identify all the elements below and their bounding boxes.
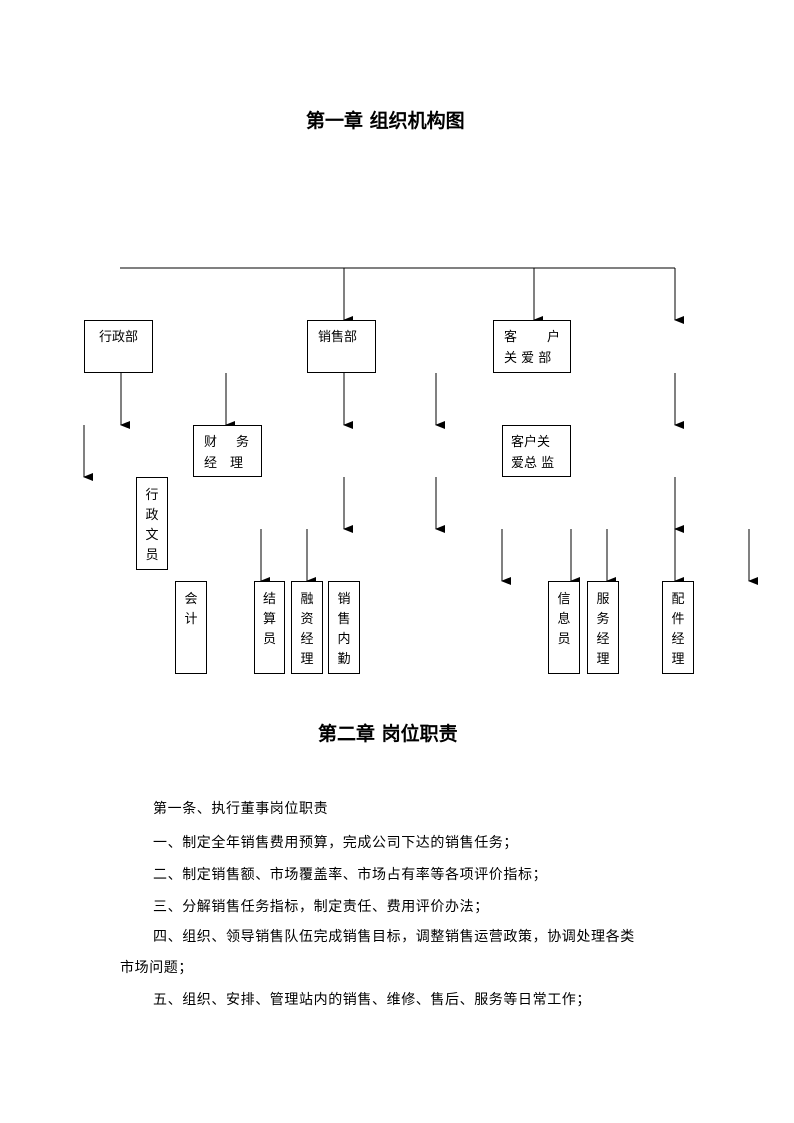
sales-internal-char1: 销: [337, 592, 351, 607]
finance-manager-char4: 理: [229, 456, 243, 471]
financing-manager-char2: 资: [300, 612, 314, 627]
duty-item-4-line2: 市场问题；: [120, 960, 193, 976]
sales-internal-char4: 勤: [337, 652, 351, 667]
parts-manager-char3: 经: [671, 632, 685, 647]
customer-care-director-line1: 客户关: [511, 435, 551, 450]
settlement-clerk-char1: 结: [262, 592, 276, 607]
finance-manager-box: 财 务 经 理: [193, 425, 262, 477]
chapter-1-title: 第一章 组织机构图: [306, 110, 465, 132]
parts-manager-char1: 配: [671, 592, 685, 607]
customer-care-dept-line1b: 户: [546, 330, 560, 345]
duty-item-2: 二、制定销售额、市场覆盖率、市场占有率等各项评价指标；: [153, 867, 548, 883]
parts-manager-char2: 件: [671, 612, 685, 627]
admin-clerk-box: 行 政 文 员: [136, 477, 168, 570]
settlement-clerk-box: 结 算 员: [254, 581, 285, 674]
financing-manager-char3: 经: [300, 632, 314, 647]
info-clerk-char3: 员: [557, 632, 571, 647]
info-clerk-box: 信 息 员: [548, 581, 580, 674]
service-manager-box: 服 务 经 理: [587, 581, 619, 674]
duty-item-3: 三、分解销售任务指标，制定责任、费用评价办法；: [153, 899, 489, 915]
customer-care-director-box: 客户关 爱总 监: [502, 425, 571, 477]
customer-care-dept-line1a: 客: [504, 330, 518, 345]
article-1-heading: 第一条、执行董事岗位职责: [153, 801, 329, 817]
sales-internal-char3: 内: [337, 632, 351, 647]
sales-dept-label: 销售部: [318, 330, 358, 345]
finance-manager-char2: 务: [235, 435, 249, 450]
admin-clerk-char3: 文: [145, 528, 159, 543]
org-chart-connectors: [83, 267, 758, 585]
settlement-clerk-char2: 算: [262, 612, 276, 627]
finance-manager-char1: 财: [204, 435, 218, 450]
sales-internal-char2: 售: [337, 612, 351, 627]
accountant-char1: 会: [184, 592, 198, 607]
service-manager-char1: 服: [596, 592, 610, 607]
duty-item-1: 一、制定全年销售费用预算，完成公司下达的销售任务；: [153, 835, 518, 851]
sales-internal-box: 销 售 内 勤: [328, 581, 360, 674]
info-clerk-char2: 息: [557, 612, 571, 627]
accountant-box: 会 计: [175, 581, 207, 674]
financing-manager-char1: 融: [300, 592, 314, 607]
accountant-char2: 计: [184, 612, 198, 627]
settlement-clerk-char3: 员: [262, 632, 276, 647]
financing-manager-char4: 理: [300, 652, 314, 667]
duty-item-5: 五、组织、安排、管理站内的销售、维修、售后、服务等日常工作；: [153, 992, 591, 1008]
admin-dept-box: 行政部: [84, 320, 153, 373]
financing-manager-box: 融 资 经 理: [291, 581, 323, 674]
admin-clerk-char2: 政: [145, 508, 159, 523]
chapter-2-title: 第二章 岗位职责: [318, 723, 458, 745]
finance-manager-char3: 经: [204, 456, 218, 471]
customer-care-dept-box: 客 户 关 爱 部: [493, 320, 571, 373]
customer-care-director-line2: 爱总 监: [511, 456, 555, 471]
parts-manager-box: 配 件 经 理: [662, 581, 694, 674]
service-manager-char3: 经: [596, 632, 610, 647]
admin-clerk-char4: 员: [145, 548, 159, 563]
sales-dept-box: 销售部: [307, 320, 376, 373]
duty-item-4-line1: 四、组织、领导销售队伍完成销售目标，调整销售运营政策，协调处理各类: [153, 929, 635, 945]
admin-clerk-char1: 行: [145, 488, 159, 503]
admin-dept-label: 行政部: [99, 330, 139, 345]
service-manager-char2: 务: [596, 612, 610, 627]
info-clerk-char1: 信: [557, 592, 571, 607]
service-manager-char4: 理: [596, 652, 610, 667]
customer-care-dept-line2: 关 爱 部: [504, 351, 552, 366]
parts-manager-char4: 理: [671, 652, 685, 667]
